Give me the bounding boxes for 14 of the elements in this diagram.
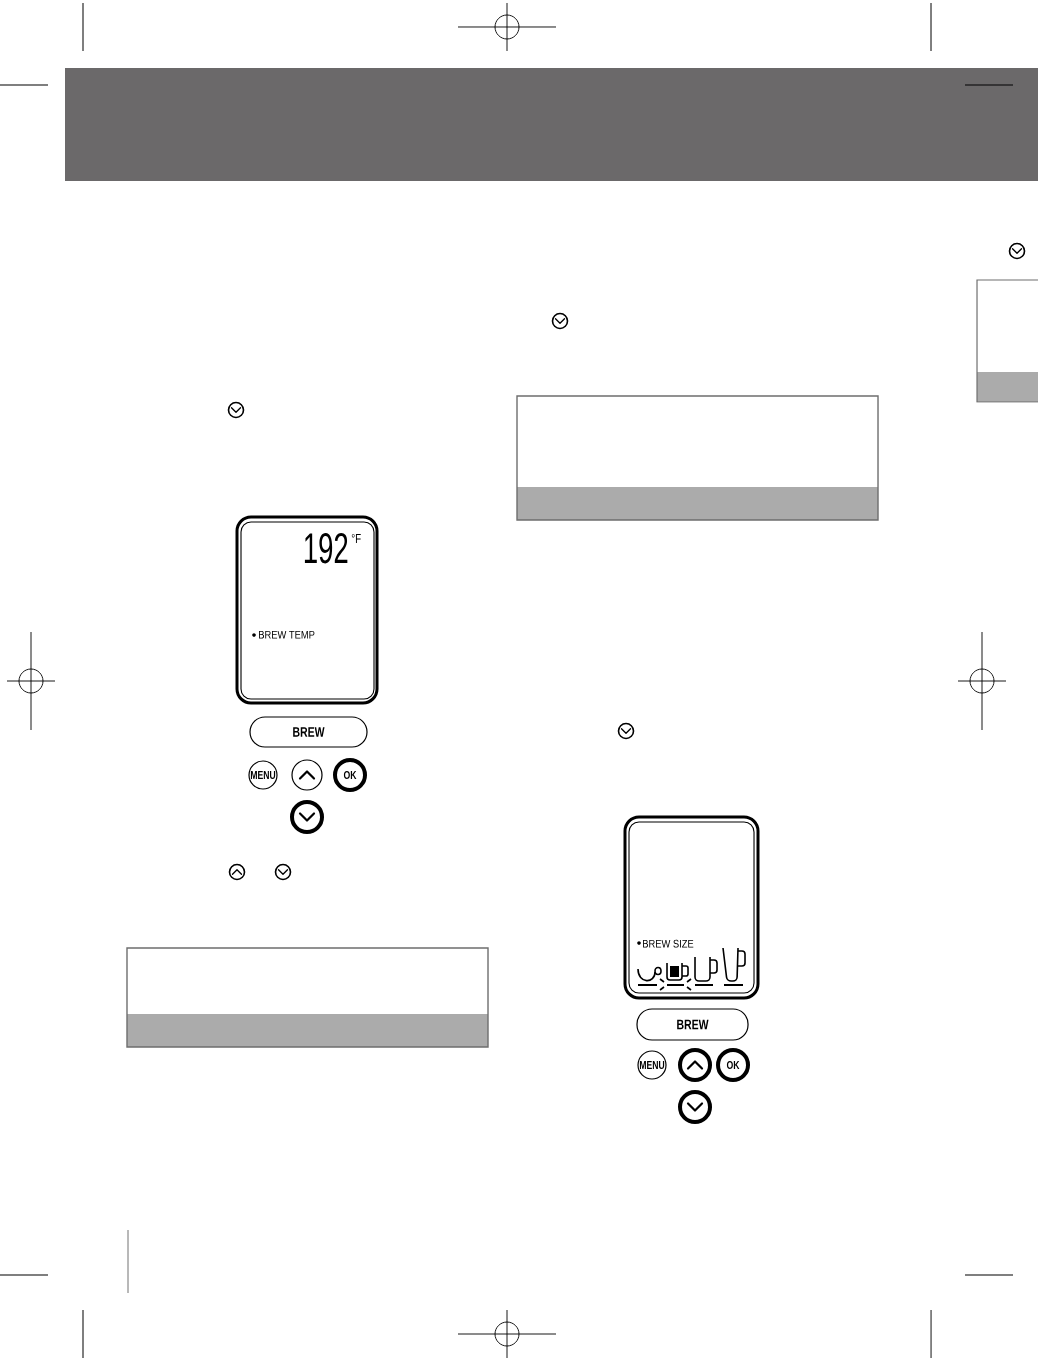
display-label: BREW SIZE	[643, 939, 694, 948]
menu-button: MENU	[637, 1050, 667, 1080]
ok-button: OK	[333, 758, 367, 792]
brew-button: BREW	[249, 716, 368, 748]
menu-button: MENU	[248, 760, 278, 790]
brew-button: BREW	[636, 1008, 749, 1041]
down-arrow-button	[290, 800, 324, 834]
up-arrow-button	[291, 759, 323, 791]
temperature-readout: 192	[304, 532, 348, 564]
down-arrow-button	[678, 1090, 712, 1124]
up-arrow-button	[678, 1048, 712, 1082]
display-label: BREW TEMP	[259, 630, 315, 639]
unit-label: °F	[351, 533, 361, 543]
ok-button: OK	[716, 1048, 750, 1082]
